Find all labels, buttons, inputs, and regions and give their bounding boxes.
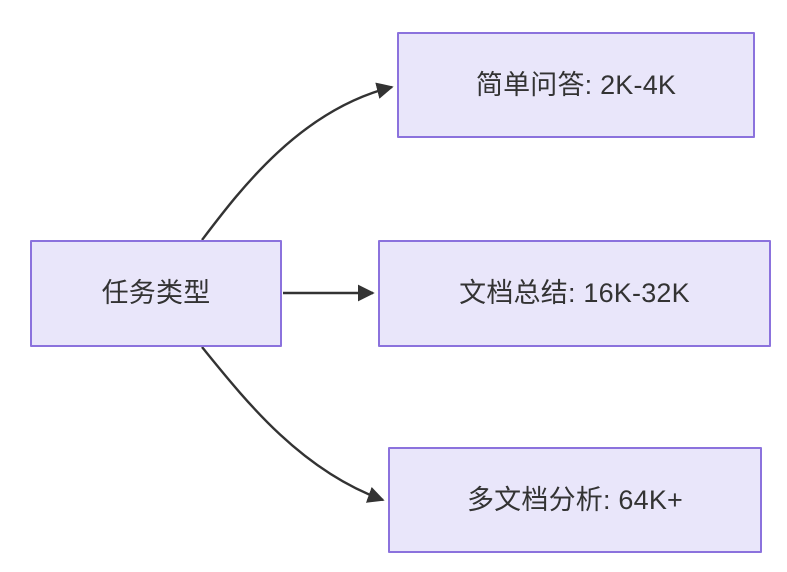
node-doc-summary-label: 文档总结: 16K-32K (459, 278, 690, 309)
node-simple-qa[interactable]: 简单问答: 2K-4K (397, 32, 755, 138)
node-doc-summary[interactable]: 文档总结: 16K-32K (378, 240, 771, 347)
node-multi-doc[interactable]: 多文档分析: 64K+ (388, 447, 762, 553)
edge-root-to-multi-doc (201, 346, 385, 503)
node-task-type-label: 任务类型 (101, 278, 211, 309)
edge-root-to-simple-qa (201, 82, 394, 241)
node-simple-qa-label: 简单问答: 2K-4K (475, 69, 677, 100)
node-multi-doc-label: 多文档分析: 64K+ (466, 484, 683, 515)
node-task-type[interactable]: 任务类型 (30, 240, 282, 347)
